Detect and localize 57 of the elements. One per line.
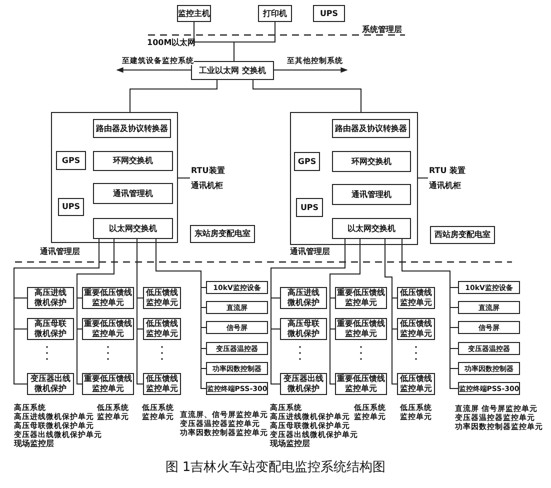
device-box: 以太网交换机 bbox=[93, 218, 173, 239]
layer-label: 现场监控层 bbox=[270, 439, 310, 448]
connector-line bbox=[252, 80, 362, 112]
layer-label: 现场监控层 bbox=[14, 439, 54, 448]
device-box: 打印机 bbox=[258, 5, 292, 22]
device-box: 高压进线微机保护 bbox=[27, 287, 74, 309]
connector-line bbox=[234, 22, 276, 62]
connector-line bbox=[76, 238, 114, 384]
device-box: 变压器出线微机保护 bbox=[27, 373, 74, 395]
cabinet-frame bbox=[290, 112, 418, 245]
device-box: 高压母联微机保护 bbox=[280, 318, 327, 340]
device-box: 通讯管理机 bbox=[332, 184, 411, 205]
device-box: 低压馈线监控单元 bbox=[397, 373, 435, 395]
device-box: UPS bbox=[313, 5, 345, 22]
device-box: 东站房变配电室 bbox=[190, 225, 255, 243]
device-box: 路由器及协议转换器 bbox=[93, 119, 171, 138]
device-box: 低压馈线监控单元 bbox=[143, 373, 181, 395]
device-box: 变压器出线微机保护 bbox=[280, 373, 327, 395]
device-box: 重要低压馈线监控单元 bbox=[335, 373, 387, 395]
device-box: GPS bbox=[294, 152, 320, 171]
cabinet-frame bbox=[51, 112, 178, 243]
connector-line bbox=[384, 238, 398, 384]
device-box: 重要低压馈线监控单元 bbox=[335, 318, 387, 340]
figure-caption: 图 1吉林火车站变配电监控系统结构图 bbox=[165, 460, 386, 475]
device-box: 重要低压馈线监控单元 bbox=[335, 287, 387, 309]
device-box: 低压馈线监控单元 bbox=[143, 318, 181, 340]
device-box: 低压馈线监控单元 bbox=[397, 318, 435, 340]
device-box: GPS bbox=[56, 151, 86, 170]
device-box: 高压母联微机保护 bbox=[27, 318, 74, 340]
layer-label: 通讯管理层 bbox=[290, 247, 330, 256]
device-box: 通讯管理机 bbox=[93, 183, 173, 204]
device-box: 重要低压馈线监控单元 bbox=[82, 287, 134, 309]
arrow bbox=[274, 67, 348, 73]
device-box: 路由器及协议转换器 bbox=[332, 119, 410, 138]
callout-text: RTU装置通讯机柜 bbox=[190, 162, 232, 194]
network-label: 100M以太网 bbox=[147, 38, 196, 47]
arrow bbox=[116, 67, 192, 73]
connector-line bbox=[330, 238, 360, 384]
device-box: 高压进线微机保护 bbox=[280, 287, 327, 309]
connector-line bbox=[270, 238, 346, 384]
callout-text: RTU 装置通讯机柜 bbox=[428, 162, 472, 194]
device-box: 以太网交换机 bbox=[332, 218, 411, 239]
device-box: 西站房变配电室 bbox=[430, 226, 495, 244]
device-box: 低压馈线监控单元 bbox=[397, 287, 435, 309]
device-box: UPS bbox=[296, 198, 323, 217]
device-box: 低压馈线监控单元 bbox=[143, 287, 181, 309]
layer-label: 系统管理层 bbox=[362, 25, 402, 34]
device-box: 重要低压馈线监控单元 bbox=[82, 318, 134, 340]
device-box: 监控主机 bbox=[177, 5, 211, 22]
device-box: 环网交换机 bbox=[93, 151, 173, 171]
connector-line bbox=[130, 80, 218, 112]
device-box: 环网交换机 bbox=[332, 151, 411, 172]
layer-label: 通讯管理层 bbox=[40, 247, 80, 256]
connector-line bbox=[14, 238, 100, 384]
device-box: UPS bbox=[58, 198, 84, 216]
device-box: 重要低压馈线监控单元 bbox=[82, 373, 134, 395]
connector-line bbox=[136, 238, 144, 384]
